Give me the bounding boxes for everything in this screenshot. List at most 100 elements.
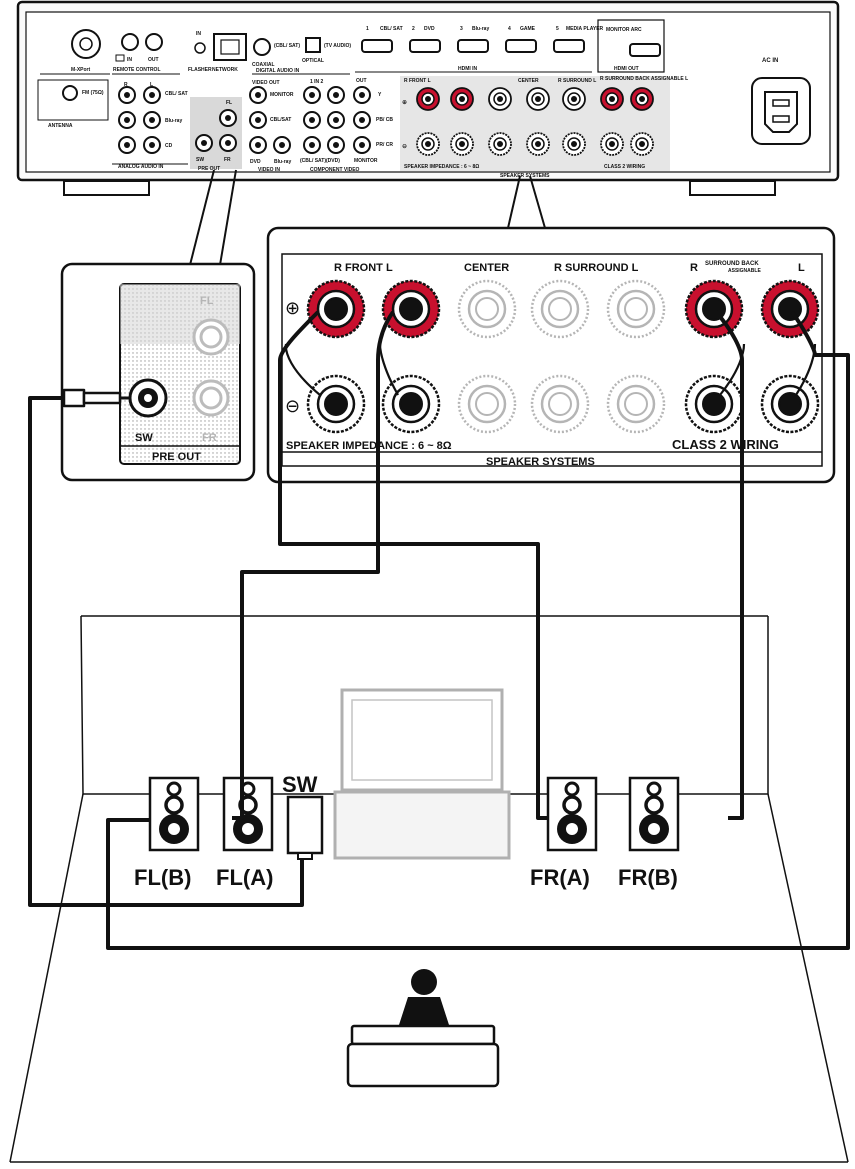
callout-sw-label: SW xyxy=(135,432,153,444)
component-in-label: 1 IN 2 xyxy=(310,79,324,85)
callout-speaker-terminals xyxy=(306,279,820,434)
component-pb-label: PB/ CB xyxy=(376,117,393,123)
tv xyxy=(333,688,511,860)
callout-sb-r: R xyxy=(690,262,698,274)
digital-audio-in-label: DIGITAL AUDIO IN xyxy=(256,68,300,74)
speaker-cabinet xyxy=(222,776,274,852)
receiver-rear-panel: M-XPort IN OUT REMOTE CONTROL IN FLASHER… xyxy=(16,0,840,196)
speaker-systems-callout: R FRONT L CENTER R SURROUND L R SURROUND… xyxy=(266,226,836,484)
optical-label: OPTICAL xyxy=(302,58,324,64)
hdmi-in-5-num: 5 xyxy=(556,26,559,32)
callout-center-label: CENTER xyxy=(464,262,509,274)
callout-sb-l: L xyxy=(798,262,805,274)
analog-l-label: L xyxy=(150,82,153,88)
pre-out-small-label: PRE OUT xyxy=(198,166,220,172)
analog-row-1-label: CBL/ SAT xyxy=(165,91,188,97)
speaker-terminal-unused xyxy=(530,279,590,434)
analog-r-label: R xyxy=(124,82,128,88)
coaxial-label: COAXIAL xyxy=(252,62,275,68)
coaxial-jack xyxy=(253,38,271,56)
optical-port xyxy=(305,37,321,53)
small-terminal-pair xyxy=(450,87,474,156)
optical-source: (TV AUDIO) xyxy=(324,43,351,49)
foot-right xyxy=(689,180,776,196)
video-out-label: VIDEO OUT xyxy=(252,80,280,86)
small-class2-label: CLASS 2 WIRING xyxy=(604,164,645,170)
front-r-cable xyxy=(278,310,548,820)
front-l-cable xyxy=(232,310,395,820)
pre-out-fl-small: FL xyxy=(226,100,232,106)
small-terminal-pair xyxy=(562,87,586,156)
remote-in-label: IN xyxy=(127,57,132,63)
callout-pre-out-title: PRE OUT xyxy=(152,451,201,463)
component-cbl-label: (CBL/ SAT) xyxy=(300,158,326,164)
speaker-cabinet xyxy=(628,776,680,852)
speaker-terminal-unused xyxy=(457,279,517,434)
remote-out-jack xyxy=(145,33,163,51)
mxport-connector xyxy=(71,29,101,59)
callout-fl-label: FL xyxy=(200,295,214,307)
subwoofer: SW xyxy=(282,772,324,860)
small-terminal-pair xyxy=(630,87,654,156)
return-wires xyxy=(284,343,817,396)
video-in-bluray-label: Blu-ray xyxy=(274,159,291,165)
small-terminal-pair xyxy=(526,87,550,156)
hdmi-in-1-num: 1 xyxy=(366,26,369,32)
callout-minus-sign: ⊖ xyxy=(285,396,300,416)
fm-antenna-jack xyxy=(62,85,78,101)
video-cbl-label: CBL/SAT xyxy=(270,117,291,123)
hdmi-in-3-src: Blu-ray xyxy=(472,26,489,32)
speaker-leader-line xyxy=(507,175,521,229)
hdmi-out-port xyxy=(629,43,661,57)
hdmi-in-3-num: 3 xyxy=(460,26,463,32)
callout-front-label: R FRONT L xyxy=(334,262,393,274)
small-speaker-terminals xyxy=(416,87,654,156)
flasher-in-label: IN xyxy=(196,31,201,37)
room: SW FL(B) FL(A) FR(A) FR(B) xyxy=(9,615,849,1163)
speaker-leader-line-2 xyxy=(529,175,546,229)
small-terminal-pair xyxy=(488,87,512,156)
analog-row-2-label: Blu-ray xyxy=(165,118,182,124)
hdmi-in-group: 1 CBL/ SAT 2 DVD 3 Blu-ray 4 GAME 5 MEDI… xyxy=(355,26,604,73)
callout-impedance-label: SPEAKER IMPEDANCE : 6 ~ 8Ω xyxy=(286,440,452,452)
small-minus: ⊖ xyxy=(402,144,407,150)
fl-b-label: FL(B) xyxy=(134,865,191,890)
hdmi-in-4-num: 4 xyxy=(508,26,511,32)
component-jacks xyxy=(303,86,371,154)
hdmi-in-2-num: 2 xyxy=(412,26,415,32)
video-in-dvd-label: DVD xyxy=(250,159,261,165)
speaker-terminal-active[interactable] xyxy=(760,279,820,434)
room-left-edge xyxy=(9,793,84,1163)
component-video-label: COMPONENT VIDEO xyxy=(310,167,360,173)
component-dvd-label: (DVD) xyxy=(326,158,340,164)
sofa xyxy=(346,1042,500,1088)
pre-out-callout: FL SW FR PRE OUT xyxy=(60,262,256,482)
fr-a-label: FR(A) xyxy=(530,865,590,890)
analog-row-3-label: CD xyxy=(165,143,173,149)
hdmi-in-4-src: GAME xyxy=(520,26,536,32)
speaker-terminal-active[interactable] xyxy=(381,279,441,434)
hdmi-in-3-port xyxy=(457,39,489,53)
speaker-terminal-unused xyxy=(606,279,666,434)
callout-surround-label: R SURROUND L xyxy=(554,262,639,274)
hdmi-in-label: HDMI IN xyxy=(458,66,478,72)
hdmi-out-label: HDMI OUT xyxy=(614,66,639,72)
callout-speaker-systems-label: SPEAKER SYSTEMS xyxy=(486,456,595,468)
small-plus: ⊕ xyxy=(402,100,407,106)
flasher-label: FLASHER xyxy=(188,67,212,73)
component-pr-label: PR/ CR xyxy=(376,142,393,148)
tv-stand xyxy=(333,790,511,860)
foot-left xyxy=(63,180,150,196)
ac-in-label: AC IN xyxy=(762,58,778,64)
component-out-label: OUT xyxy=(356,78,367,84)
flasher-jack xyxy=(194,42,206,54)
speaker-terminal-active[interactable] xyxy=(306,279,366,434)
fm-label: FM (75Ω) xyxy=(82,90,104,96)
component-monitor-label: MONITOR xyxy=(354,158,378,164)
rca-plug xyxy=(62,388,86,408)
remote-in-jack xyxy=(121,33,139,51)
mxport-label: M-XPort xyxy=(71,67,91,73)
listener xyxy=(346,969,500,1088)
small-speaker-systems-label: SPEAKER SYSTEMS xyxy=(500,173,550,179)
